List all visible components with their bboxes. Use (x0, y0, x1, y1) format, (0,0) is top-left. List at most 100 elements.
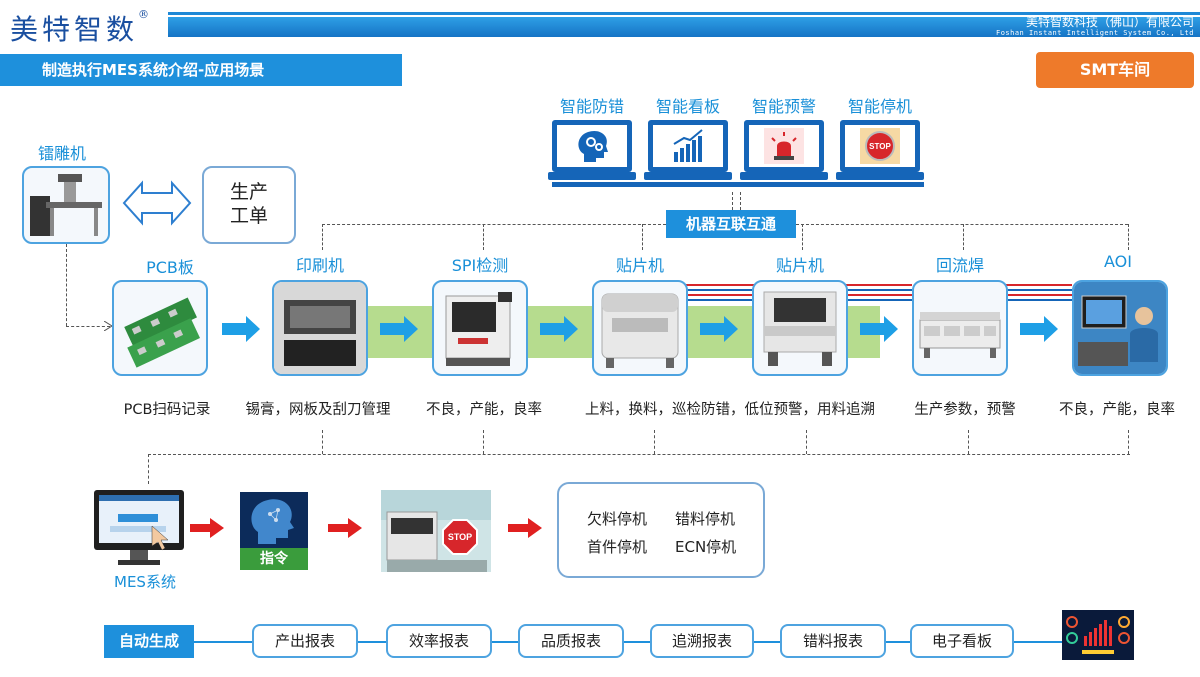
dash-line (802, 224, 803, 250)
desc-spi: 不良，产能，良率 (426, 402, 542, 418)
flow-arrow-icon (380, 316, 418, 342)
svg-text:STOP: STOP (869, 142, 891, 151)
stopped-machine-icon: STOP (381, 490, 491, 572)
laser-engraver-icon (30, 174, 102, 236)
station-label-pcb: PCB板 (146, 258, 194, 277)
report-electronic-board[interactable]: 电子看板 (910, 624, 1014, 658)
dash-line (968, 430, 969, 454)
desc-pcb: PCB扫码记录 (123, 402, 211, 418)
dash-line (806, 430, 807, 454)
flow-arrow-icon (222, 316, 260, 342)
dash-line (148, 454, 1130, 455)
report-output[interactable]: 产出报表 (252, 624, 358, 658)
flow-arrow-icon (540, 316, 578, 342)
dash-line (732, 192, 733, 210)
mounter-machine-icon (763, 291, 837, 366)
company-name-cn: 美特智数科技（佛山）有限公司 (1025, 15, 1194, 29)
alarm-light-icon (764, 128, 804, 164)
stop-type-first-article: 首件停机 (587, 538, 648, 556)
dashboard-thumbnail-icon (1062, 610, 1134, 660)
dash-line (1128, 430, 1129, 454)
bar-chart-icon (673, 129, 703, 162)
station-aoi (1072, 280, 1168, 376)
stop-button-icon: STOP (860, 128, 900, 164)
red-arrow-icon (328, 518, 362, 538)
auto-generate-label: 自动生成 (104, 625, 194, 658)
station-pcb (112, 280, 208, 376)
desc-mounter: 上料，换料，巡检防错，低位预警，用料追溯 (585, 402, 875, 418)
stopped-line-image: STOP (381, 490, 491, 572)
stop-sign-text: STOP (448, 532, 472, 542)
monitor-stop: STOP (836, 120, 924, 190)
pcb-board-icon (124, 297, 200, 368)
monitor-tray (552, 182, 924, 187)
dash-line (66, 326, 110, 327)
dash-line (654, 430, 655, 454)
station-label-aoi: AOI (1104, 252, 1132, 271)
station-label-printer: 印刷机 (295, 256, 344, 275)
smart-error-proof-label: 智能防错 (559, 97, 624, 116)
red-arrow-icon (190, 518, 224, 538)
monitor-board (644, 120, 732, 190)
dash-line (740, 192, 741, 210)
flow-arrow-icon (700, 316, 738, 342)
report-efficiency[interactable]: 效率报表 (386, 624, 492, 658)
smart-board-label: 智能看板 (655, 97, 720, 116)
stop-type-shortage: 欠料停机 (587, 510, 648, 528)
reflow-oven-icon (919, 312, 1001, 358)
dash-line (796, 224, 1128, 225)
report-wrong-material[interactable]: 错料报表 (780, 624, 886, 658)
company-name-en: Foshan Instant Intelligent System Co., L… (995, 29, 1194, 37)
company-name: 美特智数科技（佛山）有限公司 Foshan Instant Intelligen… (995, 15, 1194, 38)
dash-line (322, 430, 323, 454)
report-traceability[interactable]: 追溯报表 (650, 624, 754, 658)
dash-line (322, 224, 323, 250)
smart-warning-label: 智能预警 (751, 97, 816, 116)
red-arrow-icon (508, 518, 542, 538)
station-label-spi: SPI检测 (451, 256, 509, 275)
instruction-label: 指令 (240, 548, 308, 570)
dash-line (66, 244, 67, 326)
desc-reflow: 生产参数，预警 (914, 402, 1016, 418)
dash-line (963, 224, 964, 250)
station-label-reflow: 回流焊 (935, 256, 984, 275)
station-reflow (912, 280, 1008, 376)
station-label-mounter1: 贴片机 (615, 256, 664, 275)
station-printer (272, 280, 368, 376)
station-mounter-1 (592, 280, 688, 376)
station-spi (432, 280, 528, 376)
station-label-mounter2: 贴片机 (775, 256, 824, 275)
ai-head-icon (251, 499, 294, 544)
station-mounter-2 (752, 280, 848, 376)
stop-type-ecn: ECN停机 (675, 538, 737, 556)
report-connector (194, 641, 1064, 643)
stop-type-wrong-material: 错料停机 (675, 510, 736, 528)
brain-gears-icon (578, 130, 608, 162)
smart-stop-label: 智能停机 (847, 97, 912, 116)
smt-workshop-button[interactable]: SMT车间 (1036, 52, 1194, 88)
monitor-warning (740, 120, 828, 190)
mes-system-label: MES系统 (114, 573, 176, 591)
work-order-line1: 生产 (229, 181, 268, 203)
stop-types-box: 欠料停机 错料停机 首件停机 ECN停机 (557, 482, 765, 578)
dash-line (322, 224, 666, 225)
dash-line (483, 430, 484, 454)
ai-instruction-image (240, 492, 308, 548)
desc-aoi: 不良，产能，良率 (1059, 402, 1175, 418)
flow-arrow-icon (860, 316, 898, 342)
double-arrow-icon (122, 180, 192, 226)
dash-line (642, 224, 643, 250)
header-line (168, 12, 1200, 15)
conveyor-stripes (686, 284, 756, 301)
laser-engraver-image (22, 166, 110, 244)
conveyor-stripes (1006, 284, 1072, 301)
flow-arrow-icon (1020, 316, 1058, 342)
desc-printer: 锡膏，网板及刮刀管理 (245, 402, 391, 418)
spi-machine-icon (445, 292, 512, 366)
work-order-box: 生产 工单 (202, 166, 296, 244)
aoi-operator-icon (1074, 282, 1166, 374)
report-quality[interactable]: 品质报表 (518, 624, 624, 658)
company-logo: 美特智数® (10, 8, 150, 46)
iot-label: 机器互联互通 (666, 210, 796, 238)
mounter-machine-icon (601, 293, 679, 368)
